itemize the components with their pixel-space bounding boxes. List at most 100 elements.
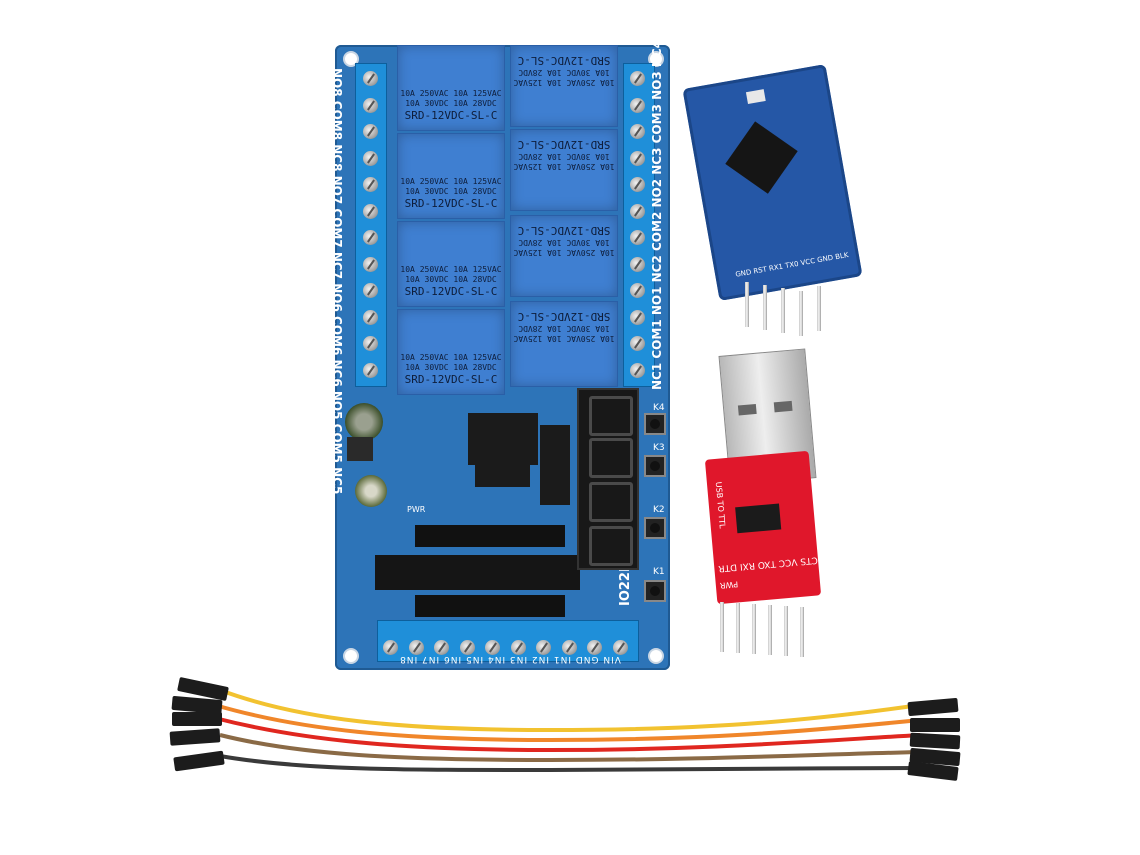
pro-mini-board: GND RST RX1 TX0 VCC GND BLK <box>682 64 863 301</box>
usb-ttl-board: USB TO TTL GND CTS VCC TXO RXI DTR PWR <box>704 450 842 605</box>
dupont-connector <box>172 712 222 726</box>
terminal-screw <box>485 640 500 655</box>
terminal-screw <box>363 124 378 139</box>
display-digit <box>589 482 633 522</box>
display-digit <box>589 526 633 566</box>
mounting-hole <box>648 648 664 664</box>
dupont-connector <box>910 718 960 732</box>
dupont-connector <box>171 696 223 714</box>
terminal-screw <box>363 97 378 113</box>
terminal-screw <box>363 309 378 325</box>
terminal-screw <box>630 283 645 298</box>
ttl-chip <box>735 503 782 534</box>
header-pin <box>763 285 767 330</box>
button-label-k2: K2 <box>653 505 665 515</box>
terminal-screw <box>363 336 378 351</box>
terminal-screw <box>630 124 645 139</box>
terminal-screw <box>587 640 602 655</box>
terminal-screw <box>434 640 449 655</box>
terminal-screw <box>363 362 378 378</box>
reset-button <box>745 89 766 105</box>
usb-ttl-pin-labels: GND CTS VCC TXO RXI DTR <box>717 552 842 574</box>
terminal-screw <box>383 640 398 655</box>
terminal-screw <box>510 640 526 655</box>
dupont-connector <box>169 728 221 746</box>
dupont-connector <box>907 761 959 781</box>
button-label-k3: K3 <box>653 443 665 453</box>
capacitor <box>345 403 383 441</box>
button-label-k4: K4 <box>653 403 665 413</box>
terminal-screw <box>630 256 645 272</box>
header-pin <box>752 604 756 654</box>
display-digit <box>589 438 633 478</box>
header-pin <box>781 288 785 333</box>
terminal-screw <box>363 177 378 192</box>
terminal-screw <box>363 203 378 219</box>
usb-slot <box>737 403 757 416</box>
ic-chip <box>475 465 530 487</box>
terminal-screw <box>561 640 577 655</box>
usb-ttl-title: USB TO TTL <box>713 481 727 529</box>
display-digit <box>589 396 633 436</box>
left-terminal-labels: NO8 COM8 NC8 NO7 COM7 NC7 NO6 COM6 NC6 N… <box>330 68 344 495</box>
terminal-screw <box>630 309 645 325</box>
right-terminal-block <box>623 63 655 387</box>
button-k3[interactable] <box>644 455 666 477</box>
button-label-k1: K1 <box>653 567 665 577</box>
terminal-screw <box>630 177 645 192</box>
terminal-screw <box>630 230 645 245</box>
left-terminal-block <box>355 63 387 387</box>
terminal-screw <box>363 150 378 166</box>
terminal-screw <box>363 283 378 298</box>
pin-header <box>415 525 565 547</box>
wire-yellow <box>219 688 921 733</box>
ic-chip <box>540 465 570 505</box>
wire-red <box>214 716 921 753</box>
optocoupler-row <box>375 555 580 590</box>
header-pin <box>799 291 803 336</box>
terminal-screw <box>630 362 645 378</box>
dupont-connector <box>177 677 229 701</box>
button-k4[interactable] <box>644 413 666 435</box>
usb-ttl-pwr-label: PWR <box>719 579 739 590</box>
pin-header <box>415 595 565 617</box>
microcontroller-chip <box>725 121 798 194</box>
terminal-screw <box>459 640 475 655</box>
terminal-screw <box>363 230 378 245</box>
pro-mini-pin-labels: GND RST RX1 TX0 VCC GND BLK <box>734 250 850 279</box>
seven-segment-display <box>577 388 639 570</box>
usb-slot <box>773 400 793 413</box>
button-k2[interactable] <box>644 517 666 539</box>
capacitor <box>355 475 387 507</box>
mounting-hole <box>343 648 359 664</box>
pwr-label: PWR <box>407 505 426 514</box>
dupont-connector <box>907 698 959 716</box>
right-terminal-labels: NC1 COM1 NO1 NC2 COM2 NO2 NC3 COM3 NO3 N… <box>650 0 664 390</box>
header-pin <box>736 603 740 653</box>
dupont-connector <box>909 732 961 750</box>
wire-black <box>219 754 921 773</box>
wire-orange <box>214 703 921 743</box>
header-pin <box>784 606 788 656</box>
terminal-screw <box>363 71 378 86</box>
terminal-screw <box>408 640 424 655</box>
dupont-jumper-cable <box>169 677 961 781</box>
terminal-screw <box>630 203 645 219</box>
header-pin <box>720 602 724 652</box>
header-pin <box>817 286 821 331</box>
terminal-screw <box>630 150 645 166</box>
wire-brown <box>219 733 921 763</box>
button-k1[interactable] <box>644 580 666 602</box>
terminal-screw <box>630 97 645 113</box>
terminal-screw <box>612 640 628 655</box>
header-pin <box>800 607 804 657</box>
terminal-screw <box>630 336 645 351</box>
